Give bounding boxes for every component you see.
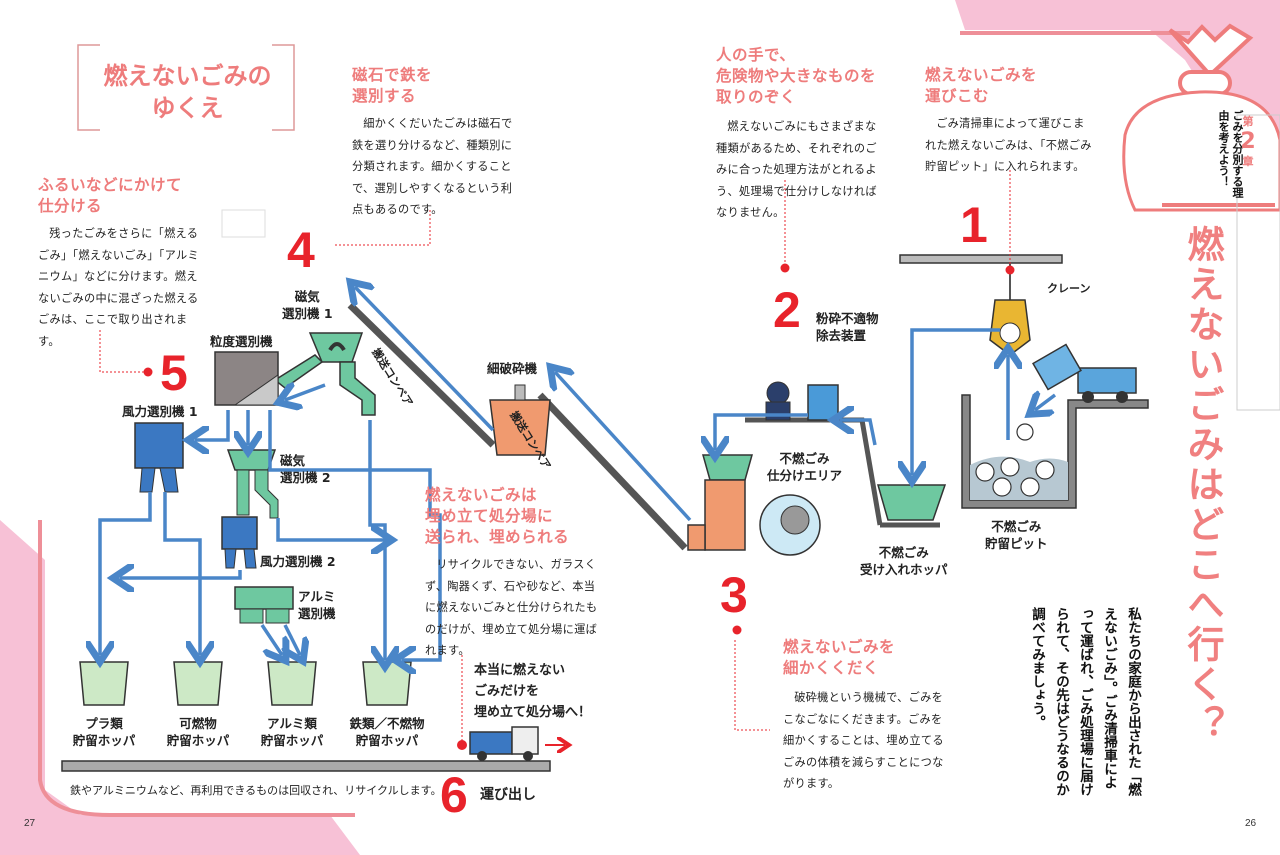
crane-rail [899, 254, 1063, 264]
chapter-box [1236, 114, 1280, 411]
sorting-area-label: 不燃ごみ仕分けエリア [767, 451, 843, 483]
hopper-label: 鉄類／不燃物貯留ホッパ [349, 716, 425, 748]
aluminum-sorter [234, 586, 294, 624]
granularity-label: 粒度選別機 [210, 334, 273, 349]
garbage-truck-icon [1032, 343, 1137, 403]
removal-device [807, 384, 839, 421]
garbage-bag-icon [1122, 23, 1280, 212]
landfill-heading: 燃えないごみは埋め立て処分場に送られ、埋められる [425, 486, 570, 546]
step-1-description: 燃えないごみを運びこむ ごみ清掃車によって運びこまれた燃えないごみは、「不燃ごみ… [925, 65, 1095, 178]
chapter-title: ごみを分別する理由を考えよう！ [1217, 110, 1244, 198]
garbage-bags-icon [975, 423, 1055, 497]
hopper-plastic [79, 661, 129, 706]
fine-crusher-machine [489, 384, 551, 456]
step-3-description: 燃えないごみを細かくくだく 破砕機という機械で、ごみをこなごなにくだきます。ごみ… [783, 637, 948, 795]
ground-bar [61, 760, 551, 772]
conveyor-2 [537, 392, 688, 551]
hopper-combustible [173, 661, 223, 706]
fine-crusher-label: 細破砕機 [487, 361, 538, 376]
receiving-hopper-label: 不燃ごみ受け入れホッパ [860, 545, 948, 577]
storage-pit-label: 不燃ごみ貯留ピット [985, 519, 1048, 551]
conveyor-1 [347, 302, 496, 448]
landfill-truck-icon [469, 726, 539, 761]
step-6-number: 6 [440, 767, 468, 823]
crane-claw-icon [989, 263, 1031, 356]
step-2-number: 2 [773, 282, 801, 338]
flow-arrows [100, 287, 1057, 660]
title-bracket [77, 44, 295, 131]
granularity-sorter [214, 351, 279, 406]
step-5-number: 5 [160, 345, 188, 401]
landfill-note: 燃えないごみは埋め立て処分場に送られ、埋められる リサイクルできない、ガラスくず… [425, 485, 600, 662]
hopper-iron [362, 661, 412, 706]
step-3-heading: 燃えないごみを細かくくだく [783, 638, 896, 677]
hopper-label: プラ類貯留ホッパ [72, 716, 136, 748]
step-6-label: 運び出し [480, 787, 536, 803]
step-5-heading: ふるいなどにかけて仕分ける [38, 176, 183, 215]
main-title: 燃えないごみはどこへ行く？ [1181, 225, 1224, 745]
leader-lines [99, 170, 1011, 745]
page-border-line-left [38, 520, 355, 817]
receiving-hopper [877, 484, 947, 521]
magnetic-2-label: 磁気選別機 2 [280, 453, 331, 485]
removal-device-label: 粉砕不適物除去装置 [816, 311, 879, 343]
step-1-heading: 燃えないごみを運びこむ [925, 66, 1038, 105]
step-3-number: 3 [720, 567, 748, 623]
truck-note: 本当に燃えない ごみだけを 埋め立て処分場へ！ [474, 663, 592, 720]
hopper-label: アルミ類貯留ホッパ [260, 716, 324, 748]
page-title: 燃えないごみの ゆくえ [103, 62, 272, 122]
step-2-description: 人の手で、危険物や大きなものを取りのぞく 燃えないごみにもさまざまな種類があるた… [716, 45, 886, 224]
wind-sorter-1 [134, 422, 184, 493]
wind-sorter-2 [221, 516, 258, 569]
bottom-left-pink-decoration [0, 520, 360, 855]
crusher-machine [687, 454, 821, 556]
intro-text: 私たちの家庭から出された「燃えないごみ」。ごみ清掃車によって運ばれ、ごみ処理場に… [1029, 607, 1141, 796]
hopper-label: 可燃物貯留ホッパ [166, 716, 230, 748]
step-4-description: 磁石で鉄を選別する 細かくくだいたごみは磁石で鉄を選り分けるなど、種類別に分類さ… [352, 65, 522, 221]
left-page-number: 27 [24, 818, 36, 829]
step-4-heading: 磁石で鉄を選別する [352, 66, 433, 105]
step-1-number: 1 [960, 197, 988, 253]
magnetic-1-label: 磁気選別機 1 [282, 289, 333, 321]
wind-2-label: 風力選別機 2 [260, 554, 336, 569]
chapter-label: 第 2 章 [1240, 115, 1256, 168]
step-5-description: ふるいなどにかけて仕分ける 残ったごみをさらに「燃えるごみ」「燃えないごみ」「ア… [38, 175, 208, 352]
aluminum-sorter-label: アルミ選別機 [298, 589, 336, 621]
crane-label: クレーン [1047, 282, 1091, 295]
magnetic-separator-1 [273, 332, 376, 416]
hopper-aluminum [267, 661, 317, 706]
wind-1-label: 風力選別機 1 [122, 404, 198, 419]
step-2-heading: 人の手で、危険物や大きなものを取りのぞく [716, 46, 877, 106]
recycle-note: 鉄やアルミニウムなど、再利用できるものは回収され、リサイクルします。 [70, 784, 442, 797]
right-page-number: 26 [1245, 818, 1257, 829]
step-4-number: 4 [287, 222, 315, 278]
